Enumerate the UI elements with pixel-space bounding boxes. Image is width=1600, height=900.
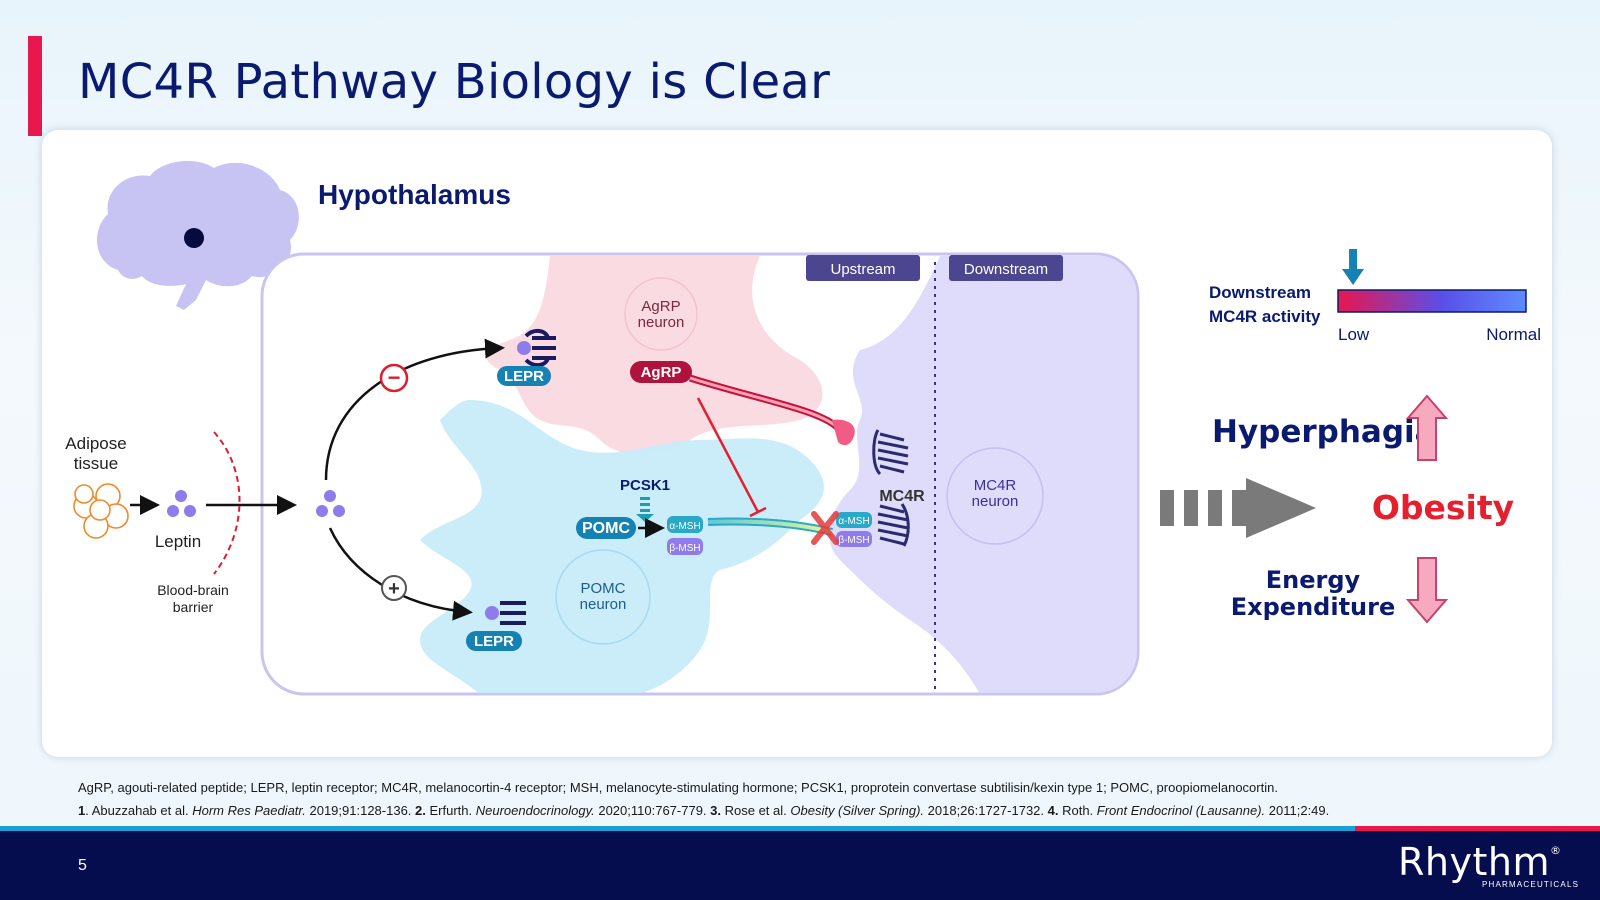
bbb-label-1: Blood-brain xyxy=(157,582,229,598)
agrp-pill-label: AgRP xyxy=(641,364,682,381)
agrp-terminal-icon xyxy=(832,419,855,446)
hyperphagia-label: Hyperphagia xyxy=(1212,414,1436,450)
leptin-molecule-icon xyxy=(167,490,196,517)
tab-downstream-bg xyxy=(949,255,1063,281)
pomc-neuron-label-2: neuron xyxy=(580,596,627,613)
stimulate-sign: + xyxy=(388,578,400,600)
mc4r-neuron-label-2: neuron xyxy=(972,493,1019,510)
stimulate-icon xyxy=(381,575,407,601)
tab-downstream: Downstream xyxy=(964,261,1048,278)
beta-msh-bound-pill xyxy=(836,531,872,547)
leptin-brain-icon xyxy=(316,490,345,517)
agrp-neuron-label-2: neuron xyxy=(638,314,685,331)
adipose-label-2: tissue xyxy=(74,454,118,473)
energy-label-2: Expenditure xyxy=(1231,593,1396,621)
alpha-msh-bound-label: α-MSH xyxy=(838,516,869,527)
blocked-x-icon xyxy=(811,511,839,545)
beta-msh-bound-label: β-MSH xyxy=(838,535,869,546)
activity-low-label: Low xyxy=(1338,325,1370,344)
hypothalamus-dot xyxy=(184,228,204,248)
mc4r-receptor-bottom-icon xyxy=(877,503,910,547)
leptin-to-pomc-arrow xyxy=(328,527,473,621)
activity-normal-label: Normal xyxy=(1486,325,1541,344)
lepr-receptor-top-icon xyxy=(517,329,556,367)
tab-upstream: Upstream xyxy=(830,261,895,278)
leptin-to-agrp-arrow xyxy=(324,338,505,481)
inhibit-sign: − xyxy=(388,365,401,390)
references-footnote: 1. Abuzzahab et al. Horm Res Paediatr. 2… xyxy=(78,803,1330,818)
energy-label-1: Energy xyxy=(1266,566,1361,594)
mc4r-neuron-body xyxy=(829,256,1137,693)
abbreviations-footnote: AgRP, agouti-related peptide; LEPR, lept… xyxy=(78,780,1278,795)
obesity-label: Obesity xyxy=(1372,488,1514,527)
alpha-msh-label: α-MSH xyxy=(669,521,700,532)
page-number: 5 xyxy=(78,857,87,874)
adipose-cells-icon xyxy=(73,483,129,539)
blood-brain-barrier-line xyxy=(213,431,241,575)
brain-icon xyxy=(97,161,299,310)
lepr-top-pill xyxy=(497,366,551,386)
mc4r-receptor-top-icon xyxy=(872,429,909,476)
beta-msh-pill xyxy=(667,538,703,555)
adipose-label-1: Adipose xyxy=(65,434,126,453)
mc4r-neuron-label-1: MC4R xyxy=(974,477,1017,494)
pomc-pill xyxy=(576,517,636,539)
alpha-msh-bound-pill xyxy=(836,512,872,528)
region-title: Hypothalamus xyxy=(318,179,511,210)
leptin-label: Leptin xyxy=(155,532,201,551)
footer-bar xyxy=(0,831,1600,900)
inhibit-icon xyxy=(379,363,409,393)
energy-down-arrow-icon xyxy=(1405,557,1449,624)
agrp-neuron-label-1: AgRP xyxy=(641,298,680,315)
company-logo: Rhythm® xyxy=(1398,840,1562,884)
alpha-msh-pill xyxy=(667,516,703,533)
footer-rule-blue xyxy=(0,826,1355,831)
activity-label-1: Downstream xyxy=(1209,283,1311,302)
lepr-bottom-label: LEPR xyxy=(474,633,514,650)
hyperphagia-up-arrow-icon xyxy=(1405,394,1449,461)
company-logo-subtitle: PHARMACEUTICALS xyxy=(1482,880,1580,889)
outcome-dashed-arrow-icon xyxy=(1160,478,1316,538)
agrp-inhibits-msh-line xyxy=(696,397,760,513)
activity-label-2: MC4R activity xyxy=(1209,307,1321,326)
slide-title: MC4R Pathway Biology is Clear xyxy=(78,54,831,110)
pomc-neuron-label-1: POMC xyxy=(581,580,626,597)
pcsk1-label: PCSK1 xyxy=(620,477,670,494)
pomc-pill-label: POMC xyxy=(582,520,630,537)
activity-indicator-arrow-icon xyxy=(1342,249,1365,285)
lepr-receptor-bottom-icon xyxy=(485,601,526,625)
agrp-neuron-body xyxy=(486,256,823,455)
bbb-label-2: barrier xyxy=(173,599,214,615)
title-accent-bar xyxy=(28,36,42,136)
footer-rule-red xyxy=(1355,826,1600,831)
tab-upstream-bg xyxy=(806,255,920,281)
activity-scale-bar xyxy=(1337,289,1527,313)
agrp-pill xyxy=(630,361,692,383)
mc4r-label: MC4R xyxy=(879,488,925,505)
beta-msh-label: β-MSH xyxy=(669,543,700,554)
lepr-bottom-pill xyxy=(466,631,522,651)
lepr-top-label: LEPR xyxy=(504,368,544,385)
